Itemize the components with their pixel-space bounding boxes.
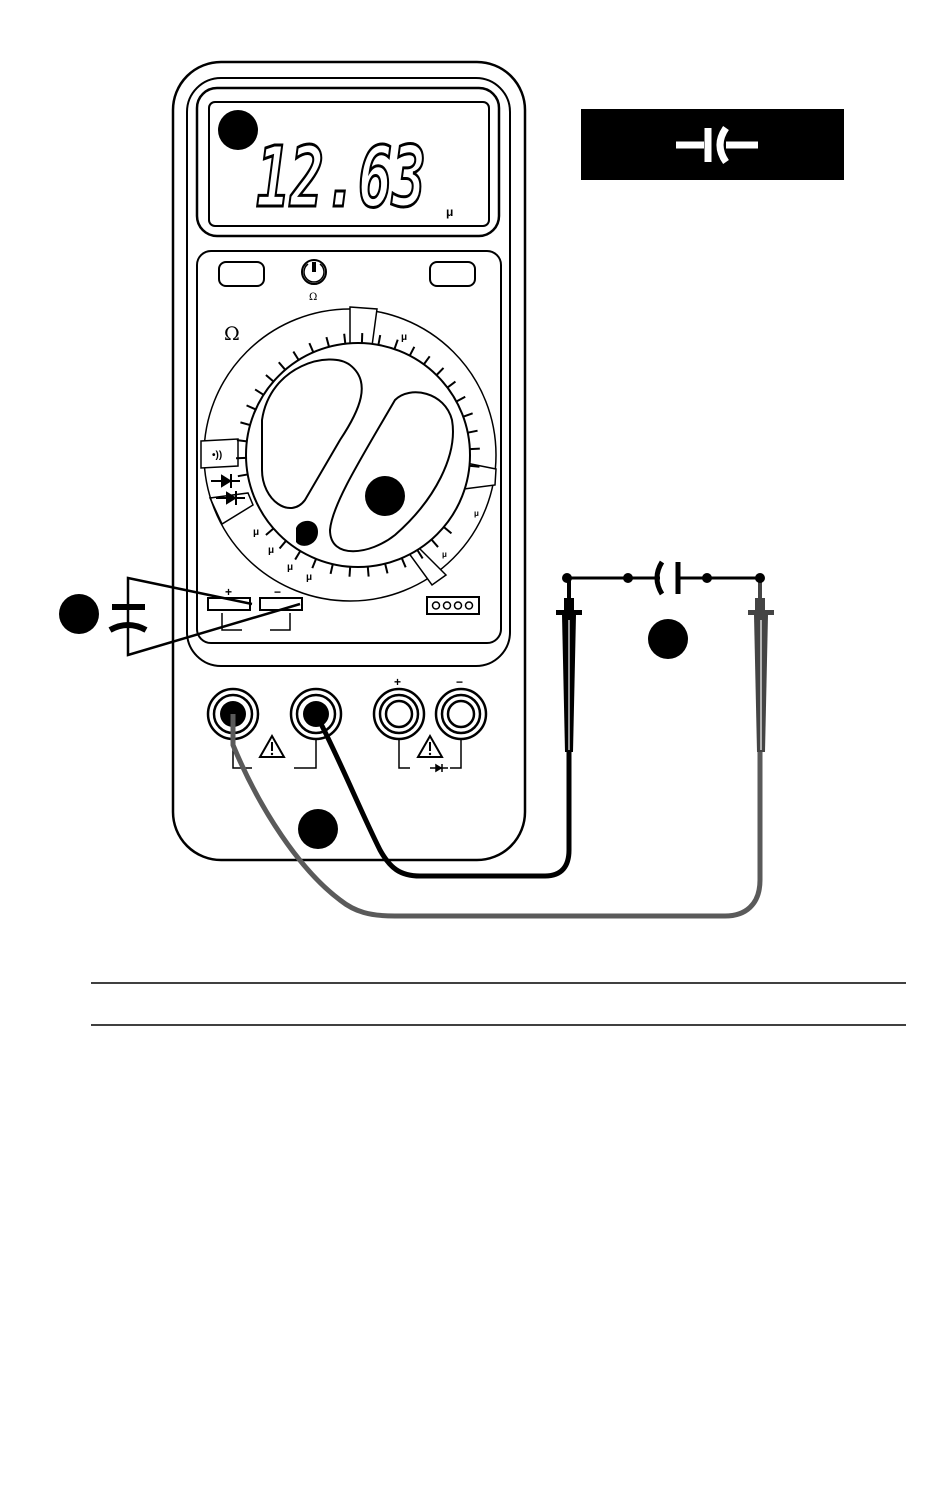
callout-marker-circuit xyxy=(648,619,688,659)
rotary-dial[interactable]: μ μ μ μ μ μ μ •)) xyxy=(201,307,496,601)
ohm-symbol: Ω xyxy=(224,323,240,345)
power-button[interactable]: Ω xyxy=(302,260,326,303)
dial-tick xyxy=(378,335,380,345)
lcd-display: 12.63 μ xyxy=(197,88,499,236)
dial-tick xyxy=(312,559,316,568)
callout-marker-display xyxy=(218,110,258,150)
plus-input-jack[interactable] xyxy=(374,689,424,739)
dial-label-micro: μ xyxy=(401,332,407,343)
jack-plus-label: + xyxy=(394,675,401,689)
socket-plus-label: + xyxy=(225,585,232,599)
dial-tick xyxy=(237,440,247,441)
diode-icon xyxy=(211,474,245,505)
hold-button[interactable] xyxy=(430,262,475,286)
dial-label-micro: μ xyxy=(474,509,479,518)
dial-tick xyxy=(394,340,397,349)
callout-marker-socket xyxy=(59,594,99,634)
warning-icon xyxy=(418,736,442,757)
dial-tick xyxy=(385,564,387,574)
power-label: Ω xyxy=(309,292,317,303)
black-test-lead-wire xyxy=(316,714,569,876)
dial-tick xyxy=(293,352,298,360)
dial-tick xyxy=(470,449,480,450)
dial-tick xyxy=(326,337,329,347)
warning-icon xyxy=(260,736,284,757)
dial-tick xyxy=(266,375,274,382)
dial-tick xyxy=(424,356,430,364)
dial-tick xyxy=(255,389,263,394)
jack-minus-label: − xyxy=(456,675,463,689)
dial-tick xyxy=(331,564,333,574)
black-probe[interactable] xyxy=(556,578,582,752)
dial-label-micro: μ xyxy=(268,545,274,556)
capacitance-mode-box: ⊣(⊢ xyxy=(581,109,844,180)
dial-tick xyxy=(444,527,452,533)
red-probe[interactable] xyxy=(748,578,774,752)
dial-label-micro: μ xyxy=(287,562,293,573)
input-jacks: + − xyxy=(208,675,486,772)
dial-tick xyxy=(266,528,274,535)
dial-tick xyxy=(238,474,248,476)
socket-minus-label: − xyxy=(274,585,281,599)
dial-tick xyxy=(280,541,286,549)
callout-marker-jacks xyxy=(298,809,338,849)
dial-tick xyxy=(349,567,350,577)
dial-tick xyxy=(240,422,250,425)
minus-input-jack[interactable] xyxy=(436,689,486,739)
dial-tick xyxy=(456,397,465,402)
dial-tick xyxy=(437,368,444,375)
diode-icon xyxy=(430,764,448,772)
callout-marker-dial xyxy=(365,476,405,516)
dial-tick xyxy=(295,551,300,560)
dial-tick xyxy=(447,382,455,388)
dial-tick xyxy=(463,413,472,416)
dial-tick xyxy=(309,343,313,352)
capacitor-under-test xyxy=(562,562,765,594)
transistor-socket[interactable] xyxy=(427,597,479,614)
dial-tick xyxy=(368,567,369,577)
dial-tick xyxy=(431,540,438,548)
dial-tick xyxy=(279,362,285,370)
dial-tick xyxy=(247,405,256,409)
lcd-unit: μ xyxy=(446,205,453,219)
dial-tick xyxy=(344,334,345,344)
dial-tick xyxy=(469,466,479,467)
dial-tick xyxy=(402,558,406,567)
dial-tick xyxy=(468,431,478,433)
lcd-reading: 12.63 xyxy=(256,128,426,226)
dial-label-micro: μ xyxy=(253,527,259,538)
dial-label-micro: μ xyxy=(306,572,312,583)
range-button[interactable] xyxy=(219,262,264,286)
continuity-label: •)) xyxy=(212,450,222,461)
dial-label-micro: μ xyxy=(442,550,447,559)
dial-tick xyxy=(410,347,415,356)
